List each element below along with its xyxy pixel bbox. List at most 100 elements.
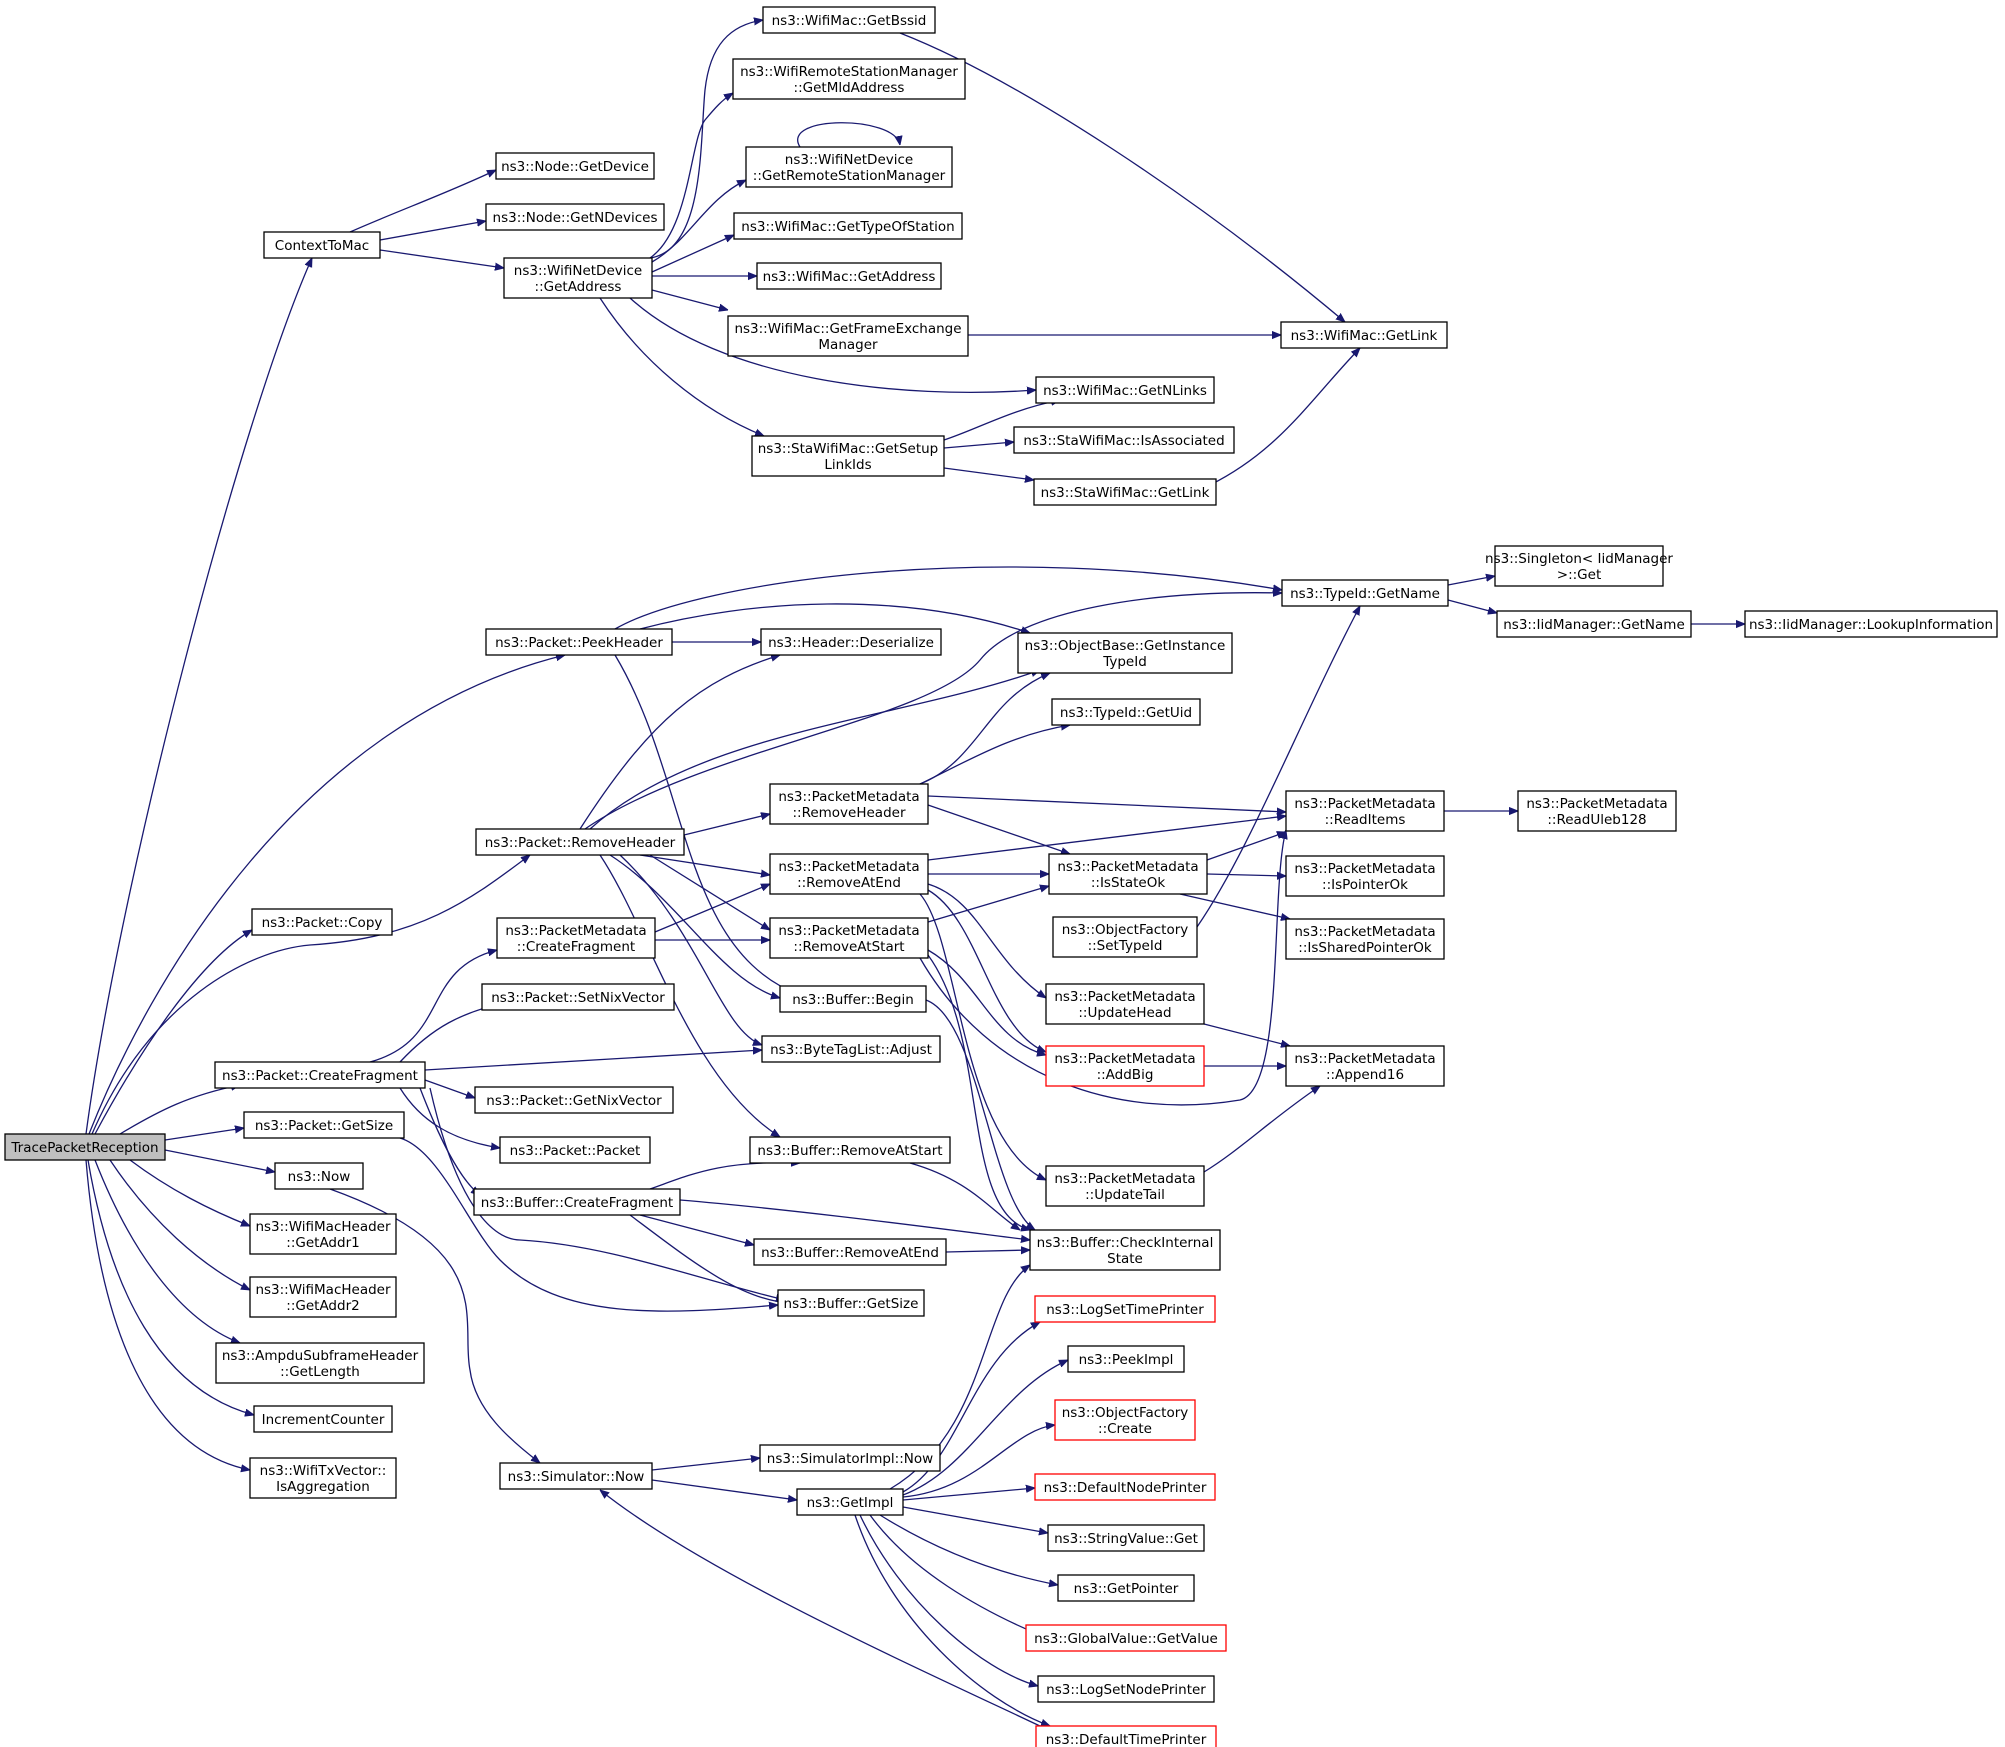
node-box: [749, 1136, 951, 1164]
node-singleton[interactable]: ns3::Singleton< IidManager>::Get: [1485, 545, 1673, 587]
node-pmIsPtrOk[interactable]: ns3::PacketMetadata::IsPointerOk: [1285, 855, 1445, 897]
edge-line: [614, 654, 800, 995]
node-logSetTime[interactable]: ns3::LogSetTimePrinter: [1034, 1295, 1216, 1323]
edge-root-incCounter: [87, 1159, 254, 1415]
node-pmRemoveHeader[interactable]: ns3::PacketMetadata::RemoveHeader: [769, 783, 929, 825]
node-label: ::GetAddr2: [286, 1298, 359, 1314]
node-ampdu[interactable]: ns3::AmpduSubframeHeader::GetLength: [215, 1342, 425, 1384]
node-wmTypeOfStation[interactable]: ns3::WifiMac::GetTypeOfStation: [733, 212, 963, 240]
edge-pmIsStateOk-pmIsPtrOk: [1206, 874, 1286, 876]
node-simImplNow[interactable]: ns3::SimulatorImpl::Now: [759, 1444, 941, 1472]
node-label: ns3::WifiMac::GetBssid: [772, 13, 927, 29]
node-pmReadUleb[interactable]: ns3::PacketMetadata::ReadUleb128: [1517, 790, 1677, 832]
node-wtxAgg[interactable]: ns3::WifiTxVector::IsAggregation: [249, 1457, 397, 1499]
node-bufRemoveAtEnd[interactable]: ns3::Buffer::RemoveAtEnd: [753, 1238, 947, 1266]
node-pmIsShared[interactable]: ns3::PacketMetadata::IsSharedPointerOk: [1285, 918, 1445, 960]
node-logSetNode[interactable]: ns3::LogSetNodePrinter: [1037, 1675, 1215, 1703]
node-wmGetAddress[interactable]: ns3::WifiMac::GetAddress: [756, 262, 942, 290]
node-hdrDeser[interactable]: ns3::Header::Deserialize: [760, 628, 942, 656]
node-ofSetTid[interactable]: ns3::ObjectFactory::SetTypeId: [1052, 916, 1198, 958]
edge-line: [379, 221, 486, 241]
node-pktRemoveHeader[interactable]: ns3::Packet::RemoveHeader: [475, 828, 685, 856]
node-simNow[interactable]: ns3::Simulator::Now: [499, 1462, 653, 1490]
edge-line: [584, 593, 1282, 830]
node-nodeGetDevice[interactable]: ns3::Node::GetDevice: [495, 152, 655, 180]
edge-line: [399, 1137, 778, 1312]
node-pmUpdateHead[interactable]: ns3::PacketMetadata::UpdateHead: [1045, 983, 1205, 1025]
node-pmRemoveAtEnd[interactable]: ns3::PacketMetadata::RemoveAtEnd: [769, 853, 929, 895]
node-ofCreate[interactable]: ns3::ObjectFactory::Create: [1054, 1399, 1196, 1441]
node-pmReadItems[interactable]: ns3::PacketMetadata::ReadItems: [1285, 790, 1445, 832]
node-box: [243, 1111, 405, 1139]
edge-bufCreateFrag-bufRemoveAtEnd: [639, 1214, 754, 1245]
edge-pmRemoveAtEnd-pmReadItems: [927, 816, 1286, 861]
node-pmAddBig[interactable]: ns3::PacketMetadata::AddBig: [1045, 1045, 1205, 1087]
node-now[interactable]: ns3::Now: [274, 1162, 364, 1190]
node-pktGetNix[interactable]: ns3::Packet::GetNixVector: [474, 1086, 674, 1114]
node-box: [1494, 545, 1664, 587]
node-pmIsStateOk[interactable]: ns3::PacketMetadata::IsStateOk: [1048, 853, 1208, 895]
node-wndGetAddress[interactable]: ns3::WifiNetDevice::GetAddress: [503, 257, 653, 299]
node-ctx[interactable]: ContextToMac: [263, 231, 381, 259]
node-swmGetLink[interactable]: ns3::StaWifiMac::GetLink: [1033, 478, 1217, 506]
edge-getImpl-getPointer: [879, 1514, 1058, 1585]
node-gvGetValue[interactable]: ns3::GlobalValue::GetValue: [1025, 1624, 1227, 1652]
node-getPointer[interactable]: ns3::GetPointer: [1057, 1574, 1195, 1602]
node-bufRemoveAtStart[interactable]: ns3::Buffer::RemoveAtStart: [749, 1136, 951, 1164]
node-tidGetName[interactable]: ns3::TypeId::GetName: [1281, 579, 1449, 607]
node-label: State: [1107, 1251, 1143, 1267]
node-swmIsAssoc[interactable]: ns3::StaWifiMac::IsAssociated: [1013, 426, 1235, 454]
node-iidGetName[interactable]: ns3::IidManager::GetName: [1496, 610, 1692, 638]
node-pktSetNix[interactable]: ns3::Packet::SetNixVector: [481, 983, 675, 1011]
node-pktPeek[interactable]: ns3::Packet::PeekHeader: [485, 628, 673, 656]
edge-line: [909, 1162, 1020, 1230]
node-pktGetSize[interactable]: ns3::Packet::GetSize: [243, 1111, 405, 1139]
node-wndGetRSM[interactable]: ns3::WifiNetDevice::GetRemoteStationMana…: [745, 146, 953, 188]
node-box: [1017, 632, 1233, 674]
edge-line: [859, 1514, 1038, 1686]
node-wmhAddr2[interactable]: ns3::WifiMacHeader::GetAddr2: [249, 1276, 397, 1318]
node-getImpl[interactable]: ns3::GetImpl: [796, 1488, 904, 1516]
node-peekImpl[interactable]: ns3::PeekImpl: [1067, 1345, 1185, 1373]
node-bufCreateFrag[interactable]: ns3::Buffer::CreateFragment: [473, 1188, 681, 1216]
edge-pktRemoveHeader-tidGetName: [584, 593, 1282, 830]
node-label: IncrementCounter: [262, 1412, 385, 1428]
edge-pktCreateFrag-pktPacket: [399, 1087, 500, 1148]
node-box: [474, 1086, 674, 1114]
node-bufGetSize[interactable]: ns3::Buffer::GetSize: [777, 1289, 925, 1317]
node-pktCreateFrag[interactable]: ns3::Packet::CreateFragment: [214, 1061, 426, 1089]
edge-line: [927, 883, 1046, 998]
node-pmRemoveAtStart[interactable]: ns3::PacketMetadata::RemoveAtStart: [769, 917, 929, 959]
edge-pmRemoveAtStart-bufCheck: [927, 954, 1030, 1230]
node-defTimePrinter[interactable]: ns3::DefaultTimePrinter: [1035, 1725, 1217, 1747]
node-iidLookup[interactable]: ns3::IidManager::LookupInformation: [1744, 610, 1998, 638]
node-wrsmGetMld[interactable]: ns3::WifiRemoteStationManager::GetMldAdd…: [732, 58, 966, 100]
node-defNodePrinter[interactable]: ns3::DefaultNodePrinter: [1034, 1473, 1216, 1501]
node-incCounter[interactable]: IncrementCounter: [253, 1405, 393, 1433]
node-pmCreateFrag[interactable]: ns3::PacketMetadata::CreateFragment: [496, 917, 656, 959]
edge-line: [902, 1322, 1040, 1493]
node-label: ns3::StaWifiMac::GetLink: [1041, 485, 1210, 501]
node-label: ns3::WifiMac::GetFrameExchange: [734, 321, 961, 337]
node-pktPacket[interactable]: ns3::Packet::Packet: [499, 1136, 651, 1164]
node-wmGetLink[interactable]: ns3::WifiMac::GetLink: [1280, 321, 1448, 349]
node-btlAdjust[interactable]: ns3::ByteTagList::Adjust: [761, 1035, 941, 1063]
node-wmhAddr1[interactable]: ns3::WifiMacHeader::GetAddr1: [249, 1213, 397, 1255]
edge-line: [87, 1159, 254, 1415]
node-tidGetUid[interactable]: ns3::TypeId::GetUid: [1051, 698, 1201, 726]
node-wmGetNLinks[interactable]: ns3::WifiMac::GetNLinks: [1035, 376, 1215, 404]
node-pktCopy[interactable]: ns3::Packet::Copy: [251, 908, 393, 936]
node-label: ns3::PacketMetadata: [1054, 1171, 1195, 1187]
node-nodeGetNDevices[interactable]: ns3::Node::GetNDevices: [485, 203, 665, 231]
node-bufBegin[interactable]: ns3::Buffer::Begin: [779, 985, 927, 1013]
node-wmGetBssid[interactable]: ns3::WifiMac::GetBssid: [762, 6, 936, 34]
node-label: ns3::WifiMac::GetLink: [1291, 328, 1438, 344]
node-strGet[interactable]: ns3::StringValue::Get: [1047, 1524, 1205, 1552]
node-pmAppend16[interactable]: ns3::PacketMetadata::Append16: [1285, 1045, 1445, 1087]
node-pmUpdateTail[interactable]: ns3::PacketMetadata::UpdateTail: [1045, 1165, 1205, 1207]
node-root[interactable]: TracePacketReception: [4, 1133, 166, 1161]
